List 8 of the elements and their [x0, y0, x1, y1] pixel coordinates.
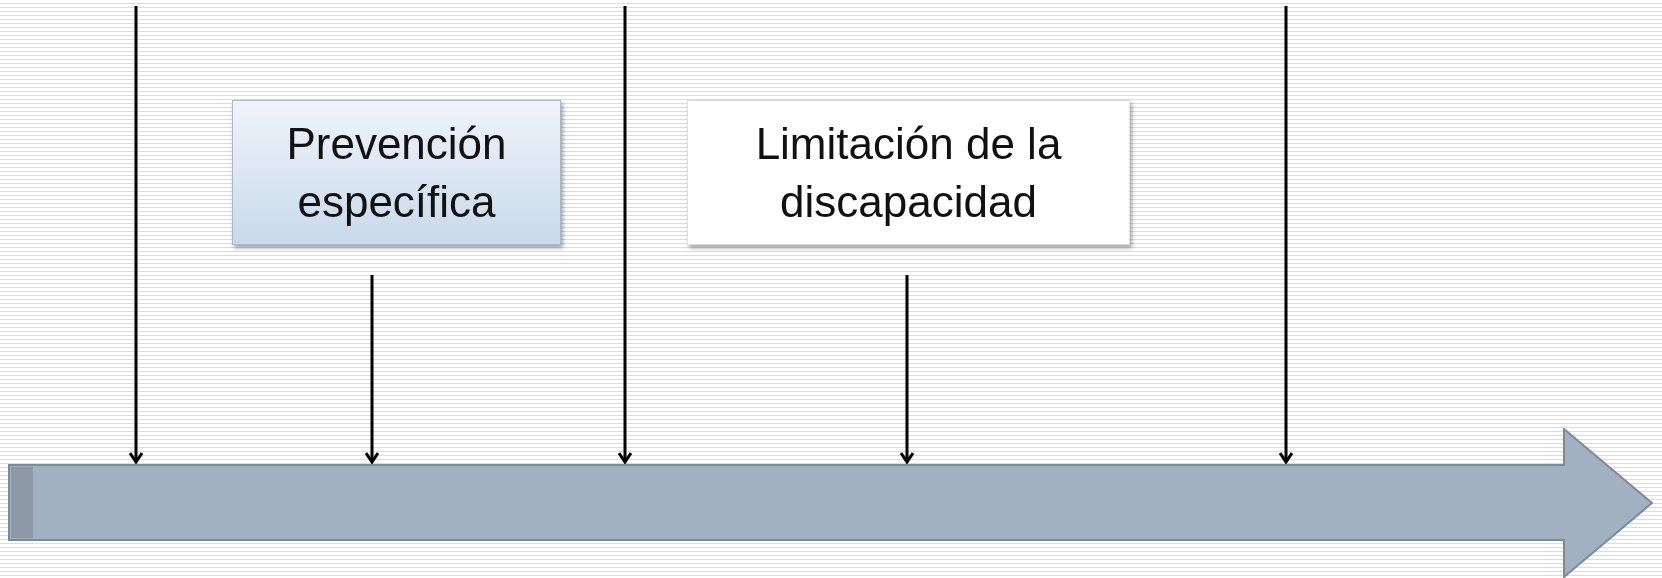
arrow [364, 275, 380, 464]
arrow [128, 6, 144, 464]
arrow [899, 275, 915, 464]
text-box: Prevención específica [232, 100, 561, 245]
arrow [1278, 6, 1294, 464]
text-box: Limitación de la discapacidad [687, 100, 1130, 245]
timeline-arrow [8, 428, 1654, 578]
arrow [617, 6, 633, 464]
